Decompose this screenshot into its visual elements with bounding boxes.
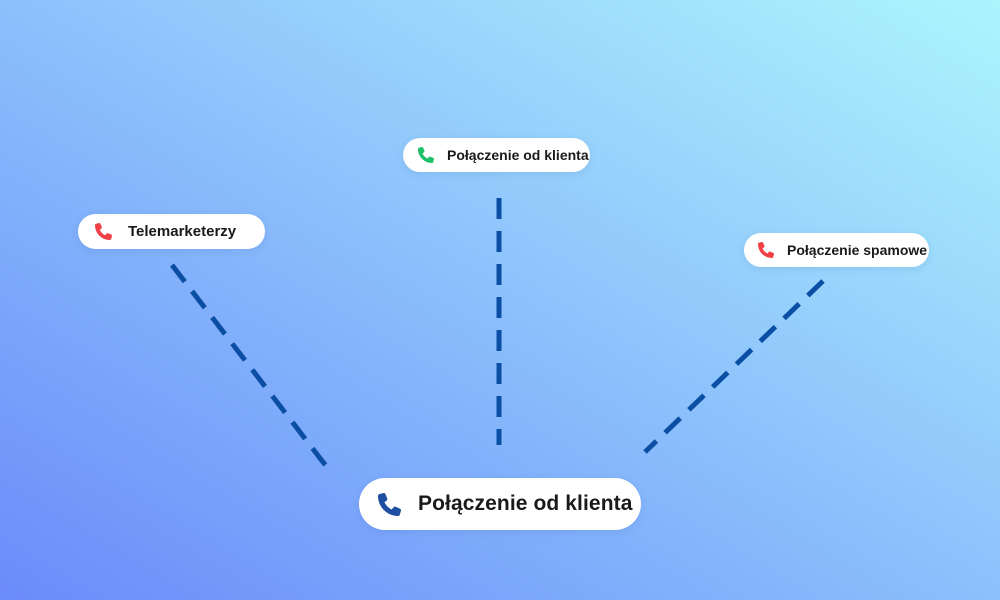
- connector-line: [170, 263, 328, 468]
- node-incoming-call-top: Połączenie od klienta: [403, 138, 590, 172]
- phone-icon: [95, 223, 112, 240]
- connector-line: [643, 279, 825, 454]
- node-label: Połączenie od klienta: [447, 147, 589, 163]
- node-label: Telemarketerzy: [128, 223, 237, 240]
- node-label: Połączenie spamowe: [787, 242, 928, 258]
- node-telemarketers: Telemarketerzy: [78, 214, 265, 249]
- phone-icon: [378, 492, 401, 516]
- node-label: Połączenie od klienta: [418, 492, 633, 515]
- node-spam-call: Połączenie spamowe: [744, 233, 929, 267]
- node-incoming-call-main: Połączenie od klienta: [359, 478, 641, 530]
- phone-icon: [758, 242, 774, 258]
- phone-icon: [418, 147, 434, 163]
